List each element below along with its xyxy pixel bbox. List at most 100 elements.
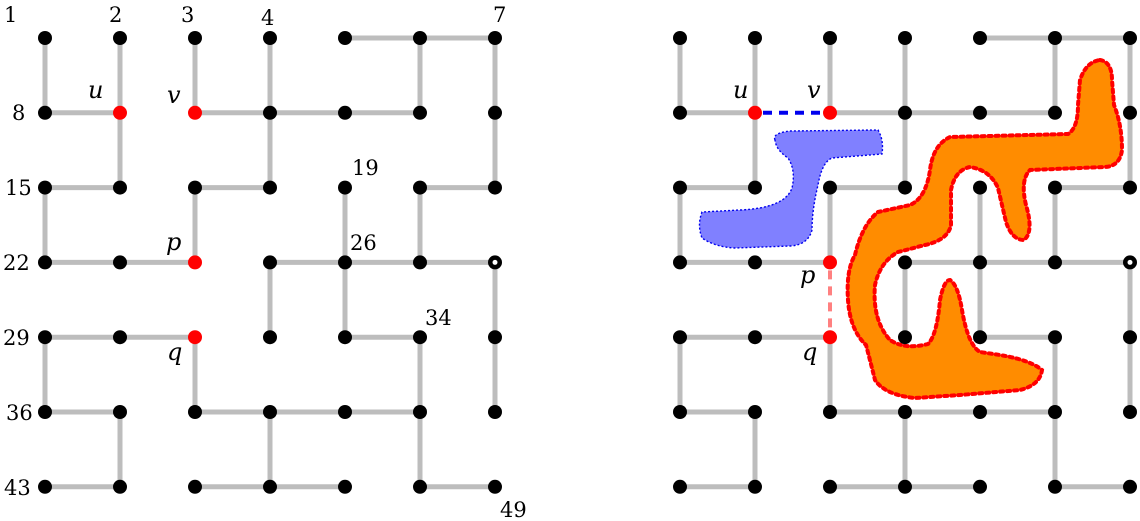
blue-region bbox=[698, 129, 884, 249]
graph-node bbox=[748, 479, 762, 494]
graph-node bbox=[38, 255, 52, 270]
graph-node bbox=[413, 255, 427, 270]
graph-node bbox=[113, 255, 127, 270]
graph-node bbox=[338, 405, 352, 419]
graph-node bbox=[263, 330, 277, 345]
graph-node bbox=[823, 405, 837, 419]
node-label-43: 43 bbox=[4, 476, 31, 500]
graph-node bbox=[188, 405, 202, 419]
graph-node bbox=[673, 31, 687, 45]
graph-node bbox=[1123, 180, 1137, 195]
graph-node bbox=[413, 31, 427, 45]
graph-node bbox=[188, 180, 202, 195]
node-ring-center bbox=[492, 259, 498, 265]
highlighted-node bbox=[823, 330, 837, 345]
graph-node bbox=[413, 479, 427, 494]
graph-node bbox=[38, 105, 52, 120]
graph-node bbox=[38, 405, 52, 419]
graph-node bbox=[973, 479, 987, 494]
node-label-1: 1 bbox=[4, 3, 17, 27]
graph-node bbox=[823, 31, 837, 45]
graph-node bbox=[898, 330, 912, 345]
node-label-15: 15 bbox=[5, 176, 32, 200]
graph-node bbox=[673, 405, 687, 419]
edges bbox=[42, 35, 498, 490]
node-ring-center bbox=[1127, 259, 1133, 265]
graph-node bbox=[973, 405, 987, 419]
graph-node bbox=[898, 180, 912, 195]
graph-node bbox=[898, 255, 912, 270]
orange-region bbox=[845, 57, 1125, 401]
node-label-26: 26 bbox=[350, 231, 377, 255]
graph-node bbox=[488, 330, 502, 345]
graph-node bbox=[1048, 180, 1062, 195]
graph-node bbox=[823, 479, 837, 494]
var-u-right: u bbox=[733, 76, 748, 104]
graph-node bbox=[338, 479, 352, 494]
graph-node bbox=[188, 479, 202, 494]
nodes bbox=[673, 31, 1137, 494]
var-p-left: p bbox=[166, 228, 181, 256]
graph-node bbox=[1123, 105, 1137, 120]
edges bbox=[677, 35, 1133, 490]
highlighted-node bbox=[188, 255, 202, 270]
graph-node bbox=[973, 31, 987, 45]
graph-node bbox=[673, 180, 687, 195]
graph-node bbox=[973, 105, 987, 120]
graph-node bbox=[38, 330, 52, 345]
highlighted-node bbox=[748, 105, 762, 120]
graph-node bbox=[488, 405, 502, 419]
graph-node bbox=[1048, 330, 1062, 345]
node-label-3: 3 bbox=[181, 3, 194, 27]
graph-node bbox=[1048, 31, 1062, 45]
var-q-left: q bbox=[167, 338, 182, 366]
var-v-right: v bbox=[807, 76, 821, 104]
node-label-19: 19 bbox=[352, 156, 379, 180]
graph-node bbox=[1123, 330, 1137, 345]
graph-node bbox=[338, 105, 352, 120]
graph-node bbox=[898, 405, 912, 419]
graph-node bbox=[1123, 479, 1137, 494]
graph-node bbox=[488, 479, 502, 494]
graph-node bbox=[338, 255, 352, 270]
graph-node bbox=[898, 479, 912, 494]
graph-node bbox=[38, 479, 52, 494]
graph-node bbox=[263, 105, 277, 120]
graph-node bbox=[1048, 479, 1062, 494]
graph-node bbox=[263, 255, 277, 270]
graph-node bbox=[1048, 255, 1062, 270]
graph-node bbox=[263, 405, 277, 419]
graph-node bbox=[898, 105, 912, 120]
graph-node bbox=[113, 405, 127, 419]
graph-node bbox=[673, 255, 687, 270]
graph-node bbox=[488, 105, 502, 120]
graph-node bbox=[113, 31, 127, 45]
nodes bbox=[38, 31, 502, 494]
graph-node bbox=[673, 479, 687, 494]
node-label-34: 34 bbox=[425, 306, 452, 330]
graph-node bbox=[38, 180, 52, 195]
graph-node bbox=[748, 330, 762, 345]
graph-node bbox=[748, 180, 762, 195]
node-label-22: 22 bbox=[3, 251, 30, 275]
highlighted-node bbox=[823, 255, 837, 270]
graph-node bbox=[823, 180, 837, 195]
graph-node bbox=[413, 105, 427, 120]
graph-node bbox=[748, 405, 762, 419]
graph-node bbox=[1123, 31, 1137, 45]
var-u-left: u bbox=[88, 76, 103, 104]
graph-node bbox=[413, 330, 427, 345]
graph-node bbox=[973, 180, 987, 195]
graph-node bbox=[898, 31, 912, 45]
graph-node bbox=[748, 255, 762, 270]
node-label-4: 4 bbox=[261, 6, 274, 30]
highlighted-node bbox=[823, 105, 837, 120]
graph-node bbox=[113, 180, 127, 195]
var-v-left: v bbox=[167, 81, 181, 109]
graph-node bbox=[673, 330, 687, 345]
graph-node bbox=[413, 180, 427, 195]
graph-node bbox=[488, 180, 502, 195]
right-grid-graph bbox=[673, 31, 1137, 494]
node-label-7: 7 bbox=[493, 3, 506, 27]
graph-node bbox=[488, 31, 502, 45]
